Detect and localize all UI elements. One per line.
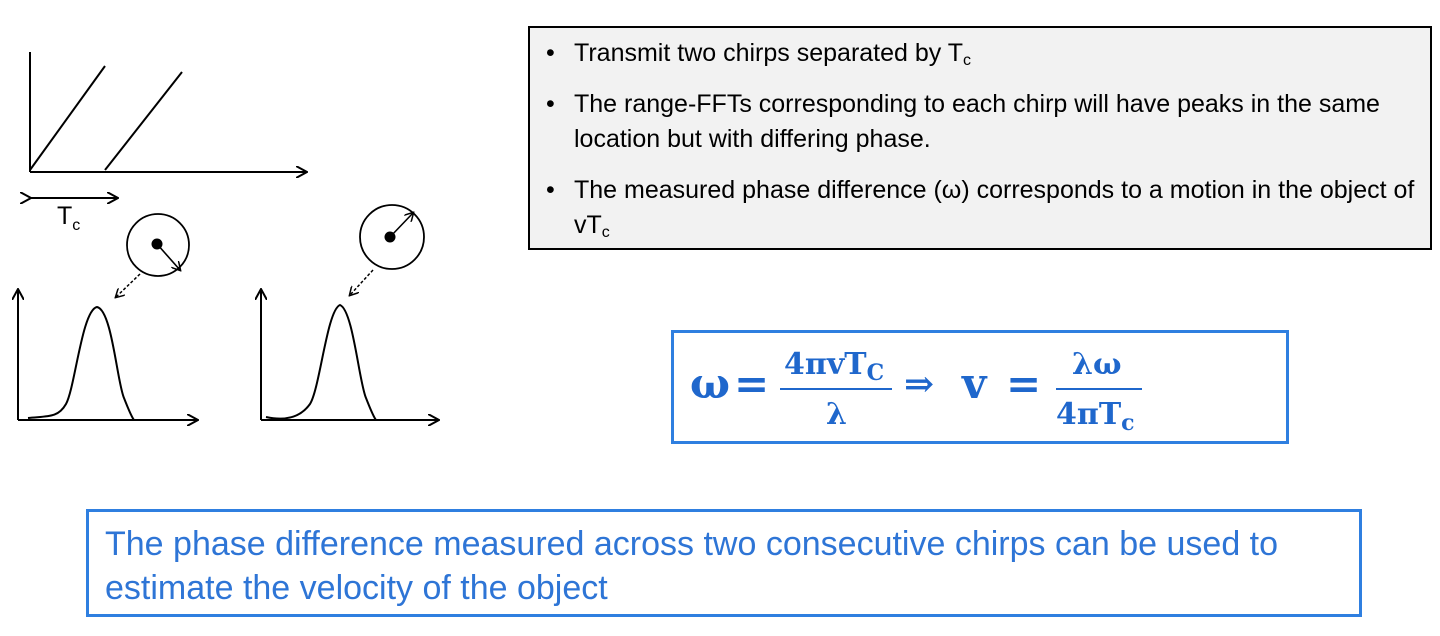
bullet-item: • The measured phase difference (ω) corre… bbox=[544, 173, 1416, 243]
formula-frac2-line bbox=[1056, 388, 1142, 390]
formula-equals-2: = bbox=[1006, 359, 1042, 408]
bullet-item: • Transmit two chirps separated by Tc bbox=[544, 36, 1416, 71]
formula-frac1-numerator: 4πvTC bbox=[784, 347, 885, 386]
formula-frac1-denominator: λ bbox=[826, 397, 848, 432]
formula-v: v bbox=[962, 359, 987, 408]
chirp-2-ramp bbox=[104, 71, 183, 171]
phasor-1-arrow bbox=[156, 243, 180, 270]
bullet-text: The measured phase difference (ω) corres… bbox=[574, 176, 1415, 239]
bullet-text: Transmit two chirps separated by T bbox=[574, 39, 964, 67]
fft-1-peak bbox=[27, 305, 135, 421]
bullet-subscript: c bbox=[601, 224, 610, 241]
phasor-1-circle bbox=[126, 213, 190, 277]
formula-implies: ⇒ bbox=[904, 363, 935, 405]
phasor-2-circle bbox=[359, 204, 425, 270]
formula-frac2-numerator: λω bbox=[1072, 347, 1122, 382]
fft-2-peak bbox=[265, 303, 377, 421]
formula-frac2-denominator: 4πTc bbox=[1056, 397, 1135, 436]
bullet-dot: • bbox=[546, 90, 555, 118]
chirp-period-label: Tc bbox=[57, 202, 80, 234]
bullet-text: The range-FFTs corresponding to each chi… bbox=[574, 90, 1380, 153]
formula-equals: = bbox=[734, 359, 770, 408]
bullet-dot: • bbox=[546, 176, 555, 204]
chirp-1-ramp bbox=[29, 65, 106, 171]
phasor-1-pointer bbox=[116, 273, 141, 297]
velocity-formula-box: ω = 4πvTC λ ⇒ v = λω 4πTc bbox=[671, 330, 1289, 444]
phasor-2-arrow bbox=[389, 213, 413, 238]
formula-omega: ω bbox=[690, 359, 730, 408]
formula-frac1-line bbox=[780, 388, 892, 390]
explanation-bullet-box: •Transmit two chirps separated by Tc •Th… bbox=[528, 26, 1432, 250]
bullet-dot: • bbox=[546, 39, 555, 67]
phasor-2-pointer bbox=[350, 269, 374, 295]
bullet-subscript: c bbox=[963, 52, 972, 69]
chirp-phase-diagram: Tc bbox=[0, 52, 520, 450]
conclusion-box: The phase difference measured across two… bbox=[86, 509, 1362, 617]
conclusion-text: The phase difference measured across two… bbox=[105, 525, 1279, 607]
bullet-item: • The range-FFTs corresponding to each ch… bbox=[544, 87, 1416, 157]
